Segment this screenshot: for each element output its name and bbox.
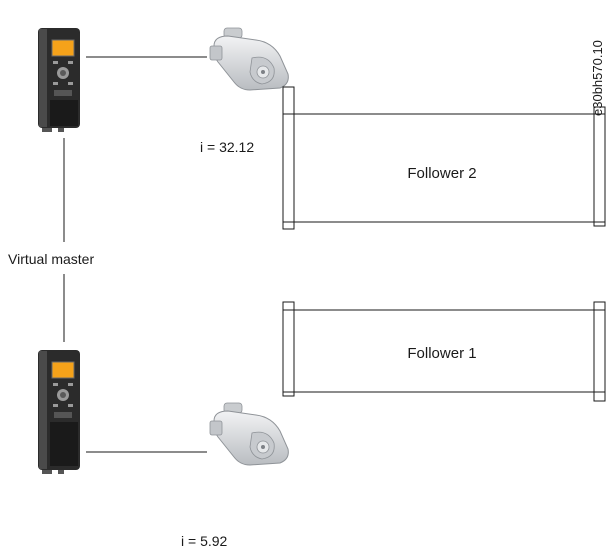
virtual-master-label: Virtual master <box>8 251 94 267</box>
follower-2-label: Follower 2 <box>407 165 476 182</box>
gear-ratio-bottom: i = 5.92 <box>181 533 228 549</box>
servo-motor-top <box>209 27 289 91</box>
gear-ratio-top: i = 32.12 <box>200 139 254 155</box>
servo-motor-bottom <box>209 402 289 466</box>
follower-1-roller <box>282 301 606 402</box>
follower-1-label: Follower 1 <box>407 345 476 362</box>
frequency-converter-top <box>38 28 80 132</box>
document-id: e30bh570.10 <box>590 40 605 116</box>
follower-2-roller <box>282 86 606 230</box>
frequency-converter-bottom <box>38 350 80 474</box>
